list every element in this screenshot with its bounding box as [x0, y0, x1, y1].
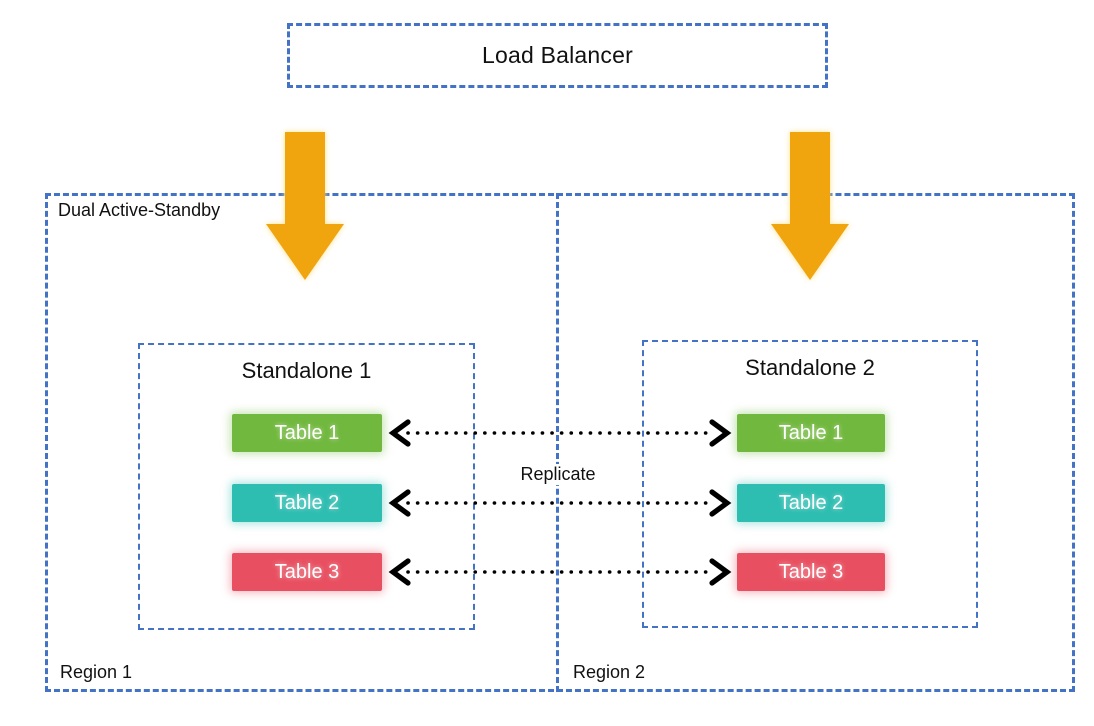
traffic-down-arrow-left-icon: [266, 132, 344, 280]
standalone-1-box: Standalone 1: [138, 343, 475, 630]
region-divider-line: [556, 193, 559, 692]
replicate-arrow-row-2: [388, 489, 732, 517]
replicate-arrow-row-1: [388, 419, 732, 447]
standalone-1-table-2-chip: Table 2: [232, 484, 382, 522]
standalone-2-table-3-chip: Table 3: [737, 553, 885, 591]
replicate-label: Replicate: [517, 464, 599, 485]
group-label: Dual Active-Standby: [58, 200, 221, 220]
standalone-1-table-3-chip: Table 3: [232, 553, 382, 591]
region-2-label: Region 2: [573, 662, 646, 682]
standalone-2-table-1-chip: Table 1: [737, 414, 885, 452]
load-balancer-box: Load Balancer: [287, 23, 828, 88]
region-1-label: Region 1: [60, 662, 133, 682]
standalone-1-table-1-chip: Table 1: [232, 414, 382, 452]
traffic-down-arrow-right-icon: [771, 132, 849, 280]
standalone-2-table-2-chip: Table 2: [737, 484, 885, 522]
replicate-arrow-row-3: [388, 558, 732, 586]
standalone-2-box: Standalone 2: [642, 340, 978, 628]
standalone-2-title: Standalone 2: [745, 355, 875, 380]
dual-active-standby-group-box: [45, 193, 1075, 692]
standalone-1-title: Standalone 1: [241, 358, 372, 383]
load-balancer-label: Load Balancer: [482, 42, 633, 68]
